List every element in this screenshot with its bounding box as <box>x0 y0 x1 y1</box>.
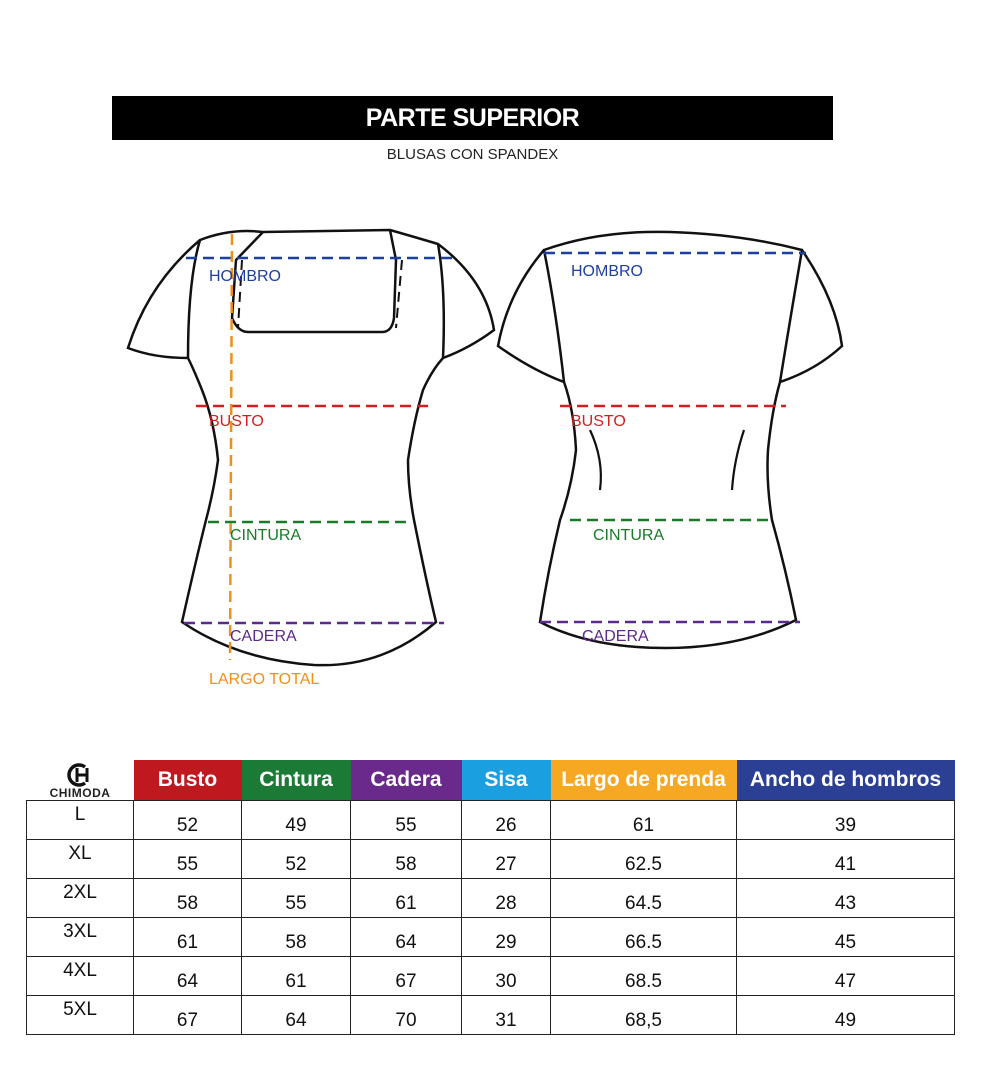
garment-front-diagram <box>118 220 518 700</box>
cell-cadera: 70 <box>350 995 462 1035</box>
back-busto-label: BUSTO <box>571 413 626 430</box>
col-header-cadera: Cadera <box>350 760 462 801</box>
cell-cintura: 64 <box>241 995 351 1035</box>
col-header-cintura: Cintura <box>241 760 351 801</box>
cell-cintura: 55 <box>241 878 351 918</box>
cell-cadera: 64 <box>350 917 462 957</box>
cell-busto: 67 <box>133 995 242 1035</box>
cell-sisa: 31 <box>461 995 551 1035</box>
cell-sisa: 28 <box>461 878 551 918</box>
chimoda-logo-icon <box>67 763 89 787</box>
table-row: 4XL 64 61 67 30 68.5 47 <box>26 956 955 996</box>
size-label: 4XL <box>26 956 134 996</box>
size-label: 2XL <box>26 878 134 918</box>
col-header-sisa: Sisa <box>461 760 551 801</box>
brand-logo: CHIMODA <box>27 760 134 801</box>
cell-cintura: 61 <box>241 956 351 996</box>
cell-sisa: 26 <box>461 800 551 840</box>
size-label: L <box>26 800 134 840</box>
cell-busto: 55 <box>133 839 242 879</box>
cell-cadera: 61 <box>350 878 462 918</box>
table-row: L 52 49 55 26 61 39 <box>26 800 955 840</box>
cell-largo-de-prenda: 66.5 <box>550 917 737 957</box>
cell-busto: 58 <box>133 878 242 918</box>
size-table-header-row: CHIMODA Busto Cintura Cadera Sisa Largo … <box>27 760 955 801</box>
front-largo-total-label: LARGO TOTAL <box>209 671 320 688</box>
table-row: 3XL 61 58 64 29 66.5 45 <box>26 917 955 957</box>
cell-cintura: 58 <box>241 917 351 957</box>
cell-largo-de-prenda: 68,5 <box>550 995 737 1035</box>
table-row: XL 55 52 58 27 62.5 41 <box>26 839 955 879</box>
cell-busto: 64 <box>133 956 242 996</box>
back-cintura-label: CINTURA <box>593 527 665 544</box>
cell-cintura: 52 <box>241 839 351 879</box>
front-busto-label: BUSTO <box>209 413 264 430</box>
col-header-largo-de-prenda: Largo de prenda <box>550 760 737 801</box>
cell-sisa: 29 <box>461 917 551 957</box>
cell-ancho-de-hombros: 49 <box>736 995 955 1035</box>
cell-largo-de-prenda: 68.5 <box>550 956 737 996</box>
table-row: 2XL 58 55 61 28 64.5 43 <box>26 878 955 918</box>
table-row: 5XL 67 64 70 31 68,5 49 <box>26 995 955 1035</box>
cell-sisa: 30 <box>461 956 551 996</box>
cell-cadera: 55 <box>350 800 462 840</box>
size-table: CHIMODA Busto Cintura Cadera Sisa Largo … <box>26 760 955 1035</box>
col-header-busto: Busto <box>133 760 242 801</box>
page-title: PARTE SUPERIOR <box>112 96 833 140</box>
garment-back-diagram <box>490 220 850 700</box>
cell-ancho-de-hombros: 47 <box>736 956 955 996</box>
page-subtitle: BLUSAS CON SPANDEX <box>386 146 559 163</box>
cell-cadera: 67 <box>350 956 462 996</box>
cell-cintura: 49 <box>241 800 351 840</box>
size-label: XL <box>26 839 134 879</box>
front-hombro-label: HOMBRO <box>209 268 281 285</box>
cell-largo-de-prenda: 61 <box>550 800 737 840</box>
cell-ancho-de-hombros: 43 <box>736 878 955 918</box>
size-label: 3XL <box>26 917 134 957</box>
cell-ancho-de-hombros: 41 <box>736 839 955 879</box>
front-cintura-label: CINTURA <box>230 527 302 544</box>
cell-sisa: 27 <box>461 839 551 879</box>
front-cadera-label: CADERA <box>230 628 297 645</box>
back-cadera-label: CADERA <box>582 628 649 645</box>
cell-ancho-de-hombros: 39 <box>736 800 955 840</box>
cell-largo-de-prenda: 62.5 <box>550 839 737 879</box>
size-label: 5XL <box>26 995 134 1035</box>
cell-busto: 61 <box>133 917 242 957</box>
col-header-ancho-de-hombros: Ancho de hombros <box>736 760 955 801</box>
brand-logo-text: CHIMODA <box>49 786 111 800</box>
cell-cadera: 58 <box>350 839 462 879</box>
cell-busto: 52 <box>133 800 242 840</box>
back-hombro-label: HOMBRO <box>571 263 643 280</box>
cell-ancho-de-hombros: 45 <box>736 917 955 957</box>
cell-largo-de-prenda: 64.5 <box>550 878 737 918</box>
